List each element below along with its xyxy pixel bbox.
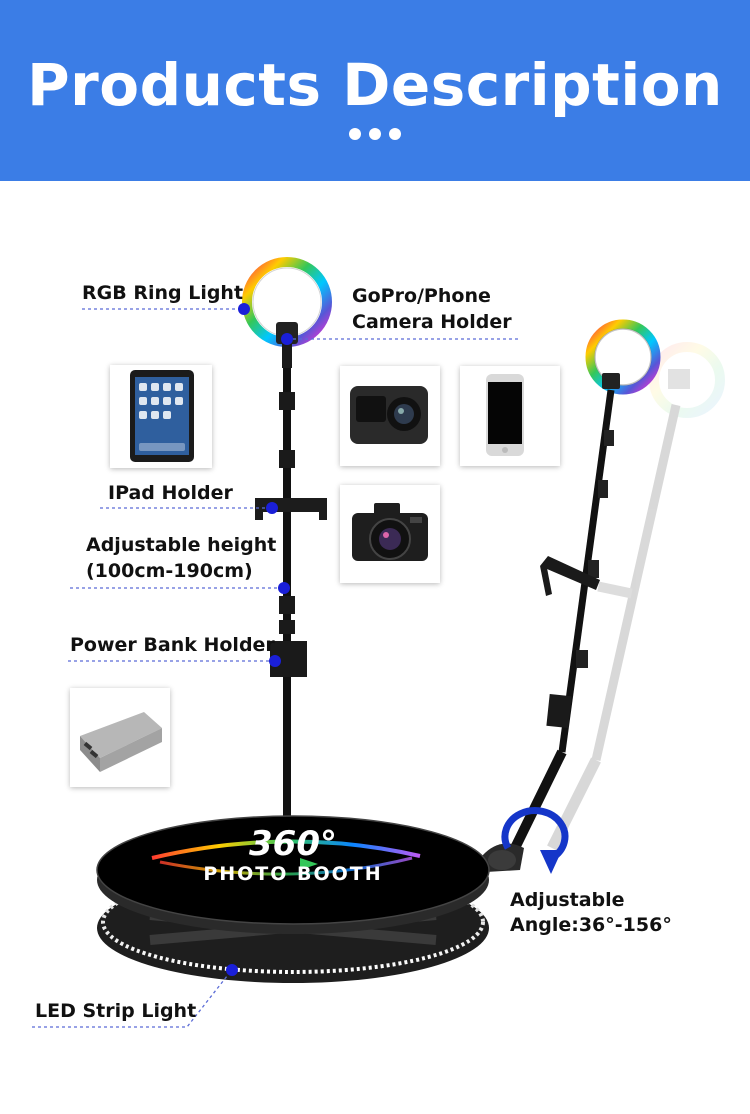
adjustable-height-label-line1: Adjustable height — [86, 534, 277, 556]
smartphone-thumbnail — [460, 366, 560, 466]
header-dots — [345, 128, 405, 142]
ipad-thumbnail — [110, 365, 212, 468]
gopro-camera-image — [350, 386, 428, 444]
ipad-holder-label: IPad Holder — [108, 482, 233, 504]
adjustable-angle-label-line1: Adjustable — [510, 889, 625, 911]
power-bank-thumbnail — [70, 688, 170, 787]
power-bank-image — [80, 712, 162, 772]
gopro-thumbnail — [340, 366, 440, 466]
page-title: Products Description — [27, 51, 723, 119]
led-strip-light-label: LED Strip Light — [35, 1000, 197, 1022]
dslr-camera-image — [352, 503, 428, 561]
platform-photo-booth-text: PHOTO BOOTH — [203, 863, 383, 885]
platform-360-text: 360° — [249, 824, 337, 864]
dslr-thumbnail — [340, 485, 440, 583]
header-banner: Products Description — [0, 0, 750, 181]
gopro-holder-label-line1: GoPro/Phone — [352, 285, 491, 307]
rgb-ring-light-label: RGB Ring Light — [82, 282, 244, 304]
marker-dots — [226, 303, 293, 976]
rotation-arrow-icon — [501, 807, 569, 874]
ipad-image — [130, 370, 194, 462]
ghost-stand — [547, 342, 725, 851]
leader-lines — [32, 308, 518, 1028]
adjustable-angle-label-line2: Angle:36°-156° — [510, 914, 672, 936]
adjustable-height-label-line2: (100cm-190cm) — [86, 560, 253, 582]
angled-stand — [482, 319, 661, 872]
smartphone-image — [486, 374, 524, 456]
gopro-holder-label-line2: Camera Holder — [352, 311, 512, 333]
photo-booth-platform — [96, 815, 490, 983]
power-bank-holder-label: Power Bank Holder — [70, 634, 275, 656]
